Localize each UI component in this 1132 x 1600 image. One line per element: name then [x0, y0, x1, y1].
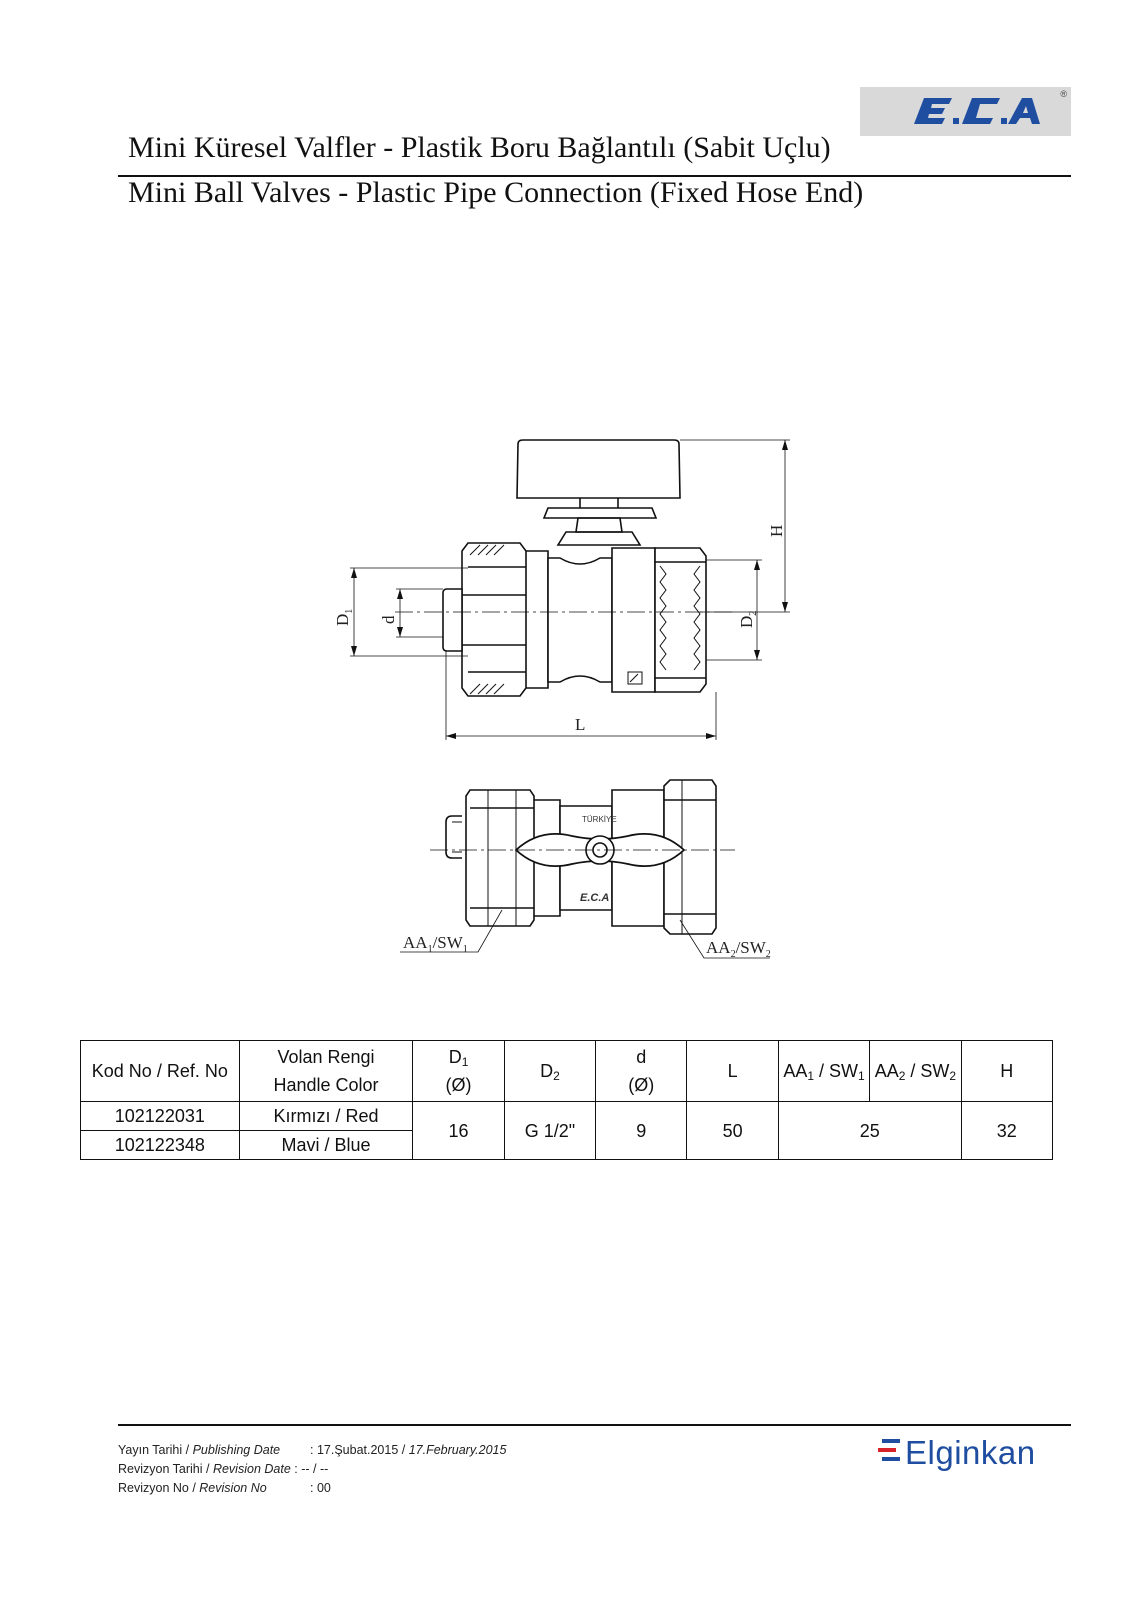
cell-color: Kırmızı / Red: [238, 1101, 414, 1131]
header-d1: D1 (Ø): [412, 1040, 505, 1102]
cell-aa-sw: 25: [777, 1101, 962, 1160]
cell-color: Mavi / Blue: [238, 1130, 414, 1160]
stamp-brand: E.C.A: [580, 892, 609, 904]
cell-code: 102122031: [80, 1101, 240, 1131]
revision-no-row: Revizyon No / Revision No: 00: [118, 1481, 331, 1495]
header-d2: D2: [503, 1040, 597, 1102]
dim-label-l: L: [575, 715, 585, 734]
header-h: H: [960, 1040, 1054, 1102]
cell-l: 50: [686, 1101, 779, 1160]
eca-logo-mark: [914, 98, 1040, 124]
table-row: 102122348 Mavi / Blue: [80, 1130, 1053, 1160]
dim-label-d1: D1: [333, 609, 355, 626]
elginkan-logo-icon: [878, 1439, 900, 1461]
side-view: [350, 439, 790, 740]
publishing-date-row: Yayın Tarihi / Publishing Date: 17.Şubat…: [118, 1443, 507, 1457]
valve-technical-drawing: TÜRKİYE E.C.A H D1 d D2 L AA1/SW1 AA2/SW…: [333, 439, 790, 960]
stamp-country: TÜRKİYE: [582, 815, 617, 824]
cell-code: 102122348: [80, 1130, 240, 1160]
eca-logo: ®: [860, 87, 1071, 136]
header-d: d(Ø): [595, 1040, 688, 1102]
dim-label-d2: D2: [737, 611, 759, 628]
header-aa2-sw2: AA2 / SW2: [869, 1040, 962, 1102]
page-title-english: Mini Ball Valves - Plastic Pipe Connecti…: [128, 176, 864, 209]
dim-label-aa1-sw1: AA1/SW1: [403, 933, 468, 955]
page-title-turkish: Mini Küresel Valfler - Plastik Boru Bağl…: [128, 131, 831, 164]
dim-label-h: H: [767, 525, 786, 537]
cell-h: 32: [960, 1101, 1054, 1160]
dim-label-d: d: [379, 615, 398, 624]
registered-mark: ®: [1060, 89, 1067, 99]
dim-label-aa2-sw2: AA2/SW2: [706, 938, 771, 960]
elginkan-brand: Elginkan: [905, 1434, 1036, 1471]
title-divider: [118, 175, 1071, 177]
cell-d1: 16: [412, 1101, 505, 1160]
cell-d: 9: [595, 1101, 688, 1160]
table-row: 102122031 Kırmızı / Red 16 G 1/2" 9 50 2…: [80, 1101, 1054, 1160]
header-aa1-sw1: AA1 / SW1: [777, 1040, 871, 1102]
revision-info: Yayın Tarihi / Publishing Date: 17.Şubat…: [118, 1441, 506, 1498]
footer-divider: [118, 1424, 1071, 1426]
revision-date-row: Revizyon Tarihi / Revision Date : -- / -…: [118, 1462, 329, 1476]
top-view: [400, 779, 770, 959]
header-code: Kod No / Ref. No: [80, 1040, 240, 1102]
cell-d2: G 1/2": [503, 1101, 597, 1160]
header-l: L: [686, 1040, 779, 1102]
